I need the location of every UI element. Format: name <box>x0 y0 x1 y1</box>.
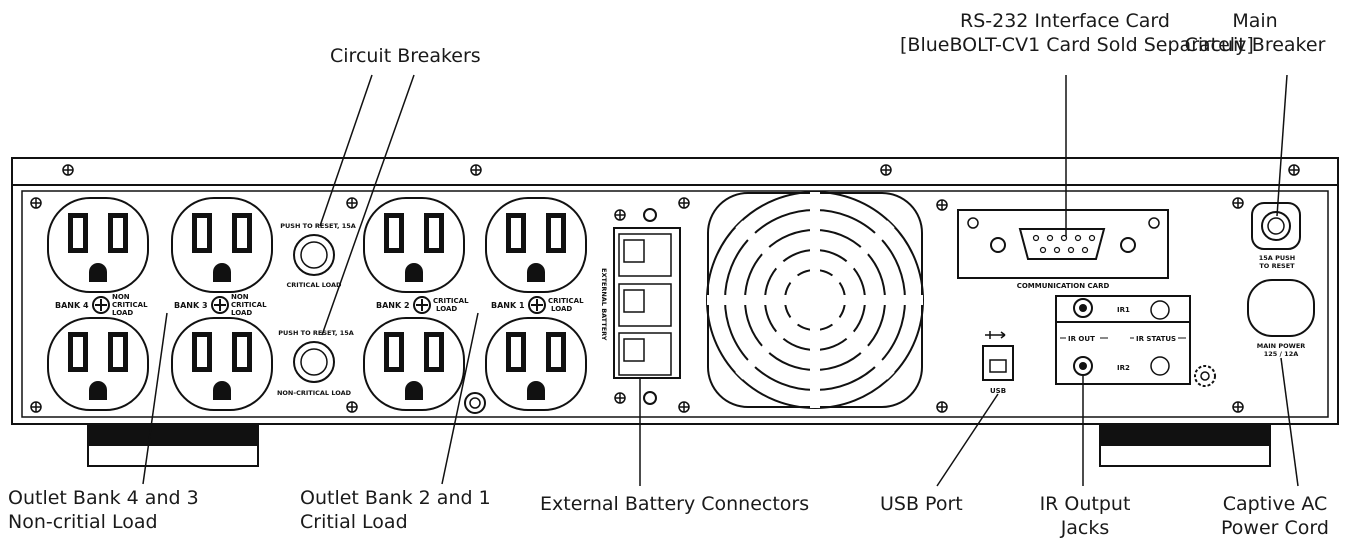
rs232-line1: RS-232 Interface Card <box>960 10 1170 32</box>
breaker-bottom-reset-label: PUSH TO RESET, 15A <box>278 329 354 337</box>
outlet <box>47 197 149 293</box>
ir-line2: Jacks <box>1060 517 1110 539</box>
outlet <box>47 317 149 411</box>
ac-line2: Power Cord <box>1221 517 1329 539</box>
main-breaker-line2: Circuit Breaker <box>1184 34 1326 56</box>
bank1-load: LOAD <box>551 305 572 313</box>
ir-status-label: IR STATUS <box>1136 335 1176 343</box>
ir-out-label: IR OUT <box>1068 335 1095 343</box>
push15a-line2: TO RESET <box>1259 262 1295 270</box>
ir1-status-led <box>1150 300 1170 320</box>
bank3-non: NON <box>231 293 249 301</box>
bank3-load: LOAD <box>231 309 252 317</box>
outlet <box>363 317 465 411</box>
communication-card-label: COMMUNICATION CARD <box>1017 282 1110 290</box>
outlet <box>171 317 273 411</box>
bank4-critical: CRITICAL <box>112 301 148 309</box>
bank1-label: BANK 1 <box>491 301 525 310</box>
outlet <box>171 197 273 293</box>
outlet <box>363 197 465 293</box>
usb-label: USB <box>990 387 1006 395</box>
ac-line1: Captive AC <box>1222 493 1328 515</box>
callout-circuit-breakers: Circuit Breakers <box>330 44 481 68</box>
bank2-label: BANK 2 <box>376 301 410 310</box>
bank43-line2: Non-critial Load <box>8 511 158 533</box>
ir-line1: IR Output <box>1039 493 1131 515</box>
bank3-critical: CRITICAL <box>231 301 267 309</box>
non-critical-load-label: NON-CRITICAL LOAD <box>277 389 352 397</box>
bank3-label: BANK 3 <box>174 301 208 310</box>
bank2-load: LOAD <box>436 305 457 313</box>
bank4-load: LOAD <box>112 309 133 317</box>
callout-captive-ac: Captive AC Power Cord <box>1205 492 1345 540</box>
ext-battery-label: External Battery Connectors <box>540 493 810 515</box>
bank2-critical: CRITICAL <box>433 297 469 305</box>
main-breaker-line1: Main <box>1232 10 1278 32</box>
callout-main-breaker: Main Circuit Breaker <box>1170 9 1340 57</box>
main-power-line2: 125 / 12A <box>1264 350 1299 358</box>
circuit-breakers-label: Circuit Breakers <box>330 45 481 67</box>
ir2-status-led <box>1150 356 1170 376</box>
ir2-label: IR2 <box>1117 364 1130 372</box>
callout-leader-lines <box>142 74 1299 487</box>
external-battery-label: EXTERNAL BATTERY <box>600 268 608 341</box>
bank4-non: NON <box>112 293 130 301</box>
callout-bank43: Outlet Bank 4 and 3 Non-critial Load <box>8 486 199 534</box>
usb-port-label: USB Port <box>880 493 963 515</box>
main-power-line1: MAIN POWER <box>1257 342 1306 350</box>
callout-rs232: RS-232 Interface Card [BlueBOLT-CV1 Card… <box>900 9 1254 57</box>
bank21-line1: Outlet Bank 2 and 1 <box>300 487 491 509</box>
rs232-line2: [BlueBOLT-CV1 Card Sold Separately] <box>900 34 1254 56</box>
usb-symbol-icon <box>985 331 1006 339</box>
battery-connector <box>618 233 672 376</box>
bank21-line2: Critial Load <box>300 511 408 533</box>
callout-bank21: Outlet Bank 2 and 1 Critial Load <box>300 486 491 534</box>
callout-ext-battery: External Battery Connectors <box>540 492 809 516</box>
bank1-critical: CRITICAL <box>548 297 584 305</box>
outlet <box>485 197 587 293</box>
push15a-line1: 15A PUSH <box>1259 254 1296 262</box>
ir1-label: IR1 <box>1117 306 1130 314</box>
critical-load-label: CRITICAL LOAD <box>287 281 343 289</box>
callout-usb-port: USB Port <box>880 492 963 516</box>
outlet <box>485 317 587 411</box>
main-power-inlet <box>1247 279 1315 337</box>
breaker-top-reset-label: PUSH TO RESET, 15A <box>280 222 356 230</box>
bank4-label: BANK 4 <box>55 301 89 310</box>
db9-connector <box>1018 228 1106 260</box>
bank43-line1: Outlet Bank 4 and 3 <box>8 487 199 509</box>
ir-panel <box>1055 321 1191 385</box>
callout-ir-jacks: IR Output Jacks <box>1020 492 1150 540</box>
